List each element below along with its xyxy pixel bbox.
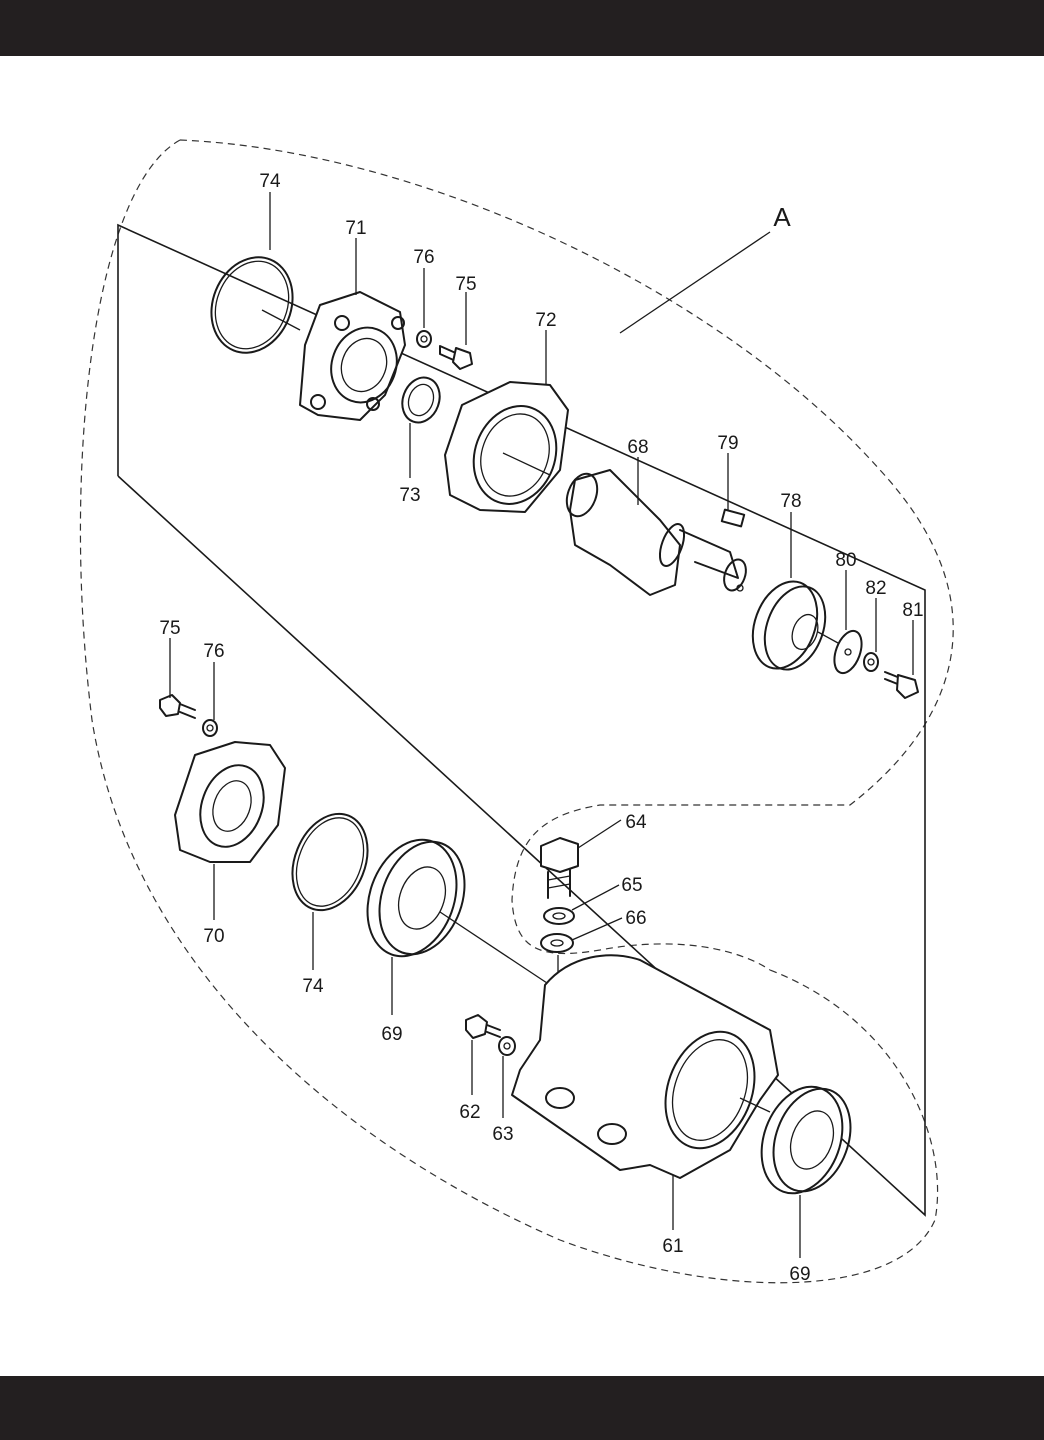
- spring-washer-65: [543, 907, 575, 925]
- callout-64: 64: [625, 812, 647, 833]
- callout-80: 80: [835, 550, 856, 571]
- gear-case-61: [511, 954, 779, 1179]
- key-79: [720, 508, 746, 528]
- callout-63: 63: [492, 1124, 513, 1145]
- callout-70: 70: [203, 926, 224, 947]
- washer-80: [833, 629, 863, 675]
- o-ring-74-top: [210, 256, 294, 354]
- axis-line-top: [261, 309, 301, 331]
- callout-leaders: [169, 192, 914, 1258]
- callout-76-top: 76: [413, 247, 434, 268]
- washer-76-left: [202, 719, 218, 737]
- o-ring-74-lower: [291, 812, 369, 912]
- washer-66: [540, 933, 574, 953]
- callout-75-left: 75: [159, 618, 180, 639]
- callout-69-right: 69: [789, 1264, 810, 1285]
- ball-bearing-69-left: [366, 838, 466, 958]
- bearing-cover-70: [174, 741, 286, 863]
- callout-76-left: 76: [203, 641, 224, 662]
- bolt-81: [884, 671, 919, 699]
- callout-69-left: 69: [381, 1024, 402, 1045]
- washer-63: [498, 1036, 516, 1056]
- axis-line-right: [739, 1097, 771, 1113]
- subassembly-a-dashed-outline: [179, 139, 954, 971]
- callout-82: 82: [865, 578, 886, 599]
- callout-75-top: 75: [455, 274, 476, 295]
- callout-62: 62: [459, 1102, 480, 1123]
- bolt-75-top: [439, 345, 473, 370]
- group-a-leader: [619, 231, 771, 334]
- callout-78: 78: [780, 491, 801, 512]
- callout-68: 68: [627, 437, 648, 458]
- callout-61: 61: [662, 1236, 683, 1257]
- footer-bar: [0, 1376, 1044, 1440]
- callout-79: 79: [717, 433, 738, 454]
- ball-bearing-69-right: [760, 1085, 852, 1195]
- bolt-62: [465, 1014, 501, 1039]
- callout-74-top: 74: [259, 171, 281, 192]
- axis-line-top-3: [817, 631, 839, 644]
- washer-82: [863, 652, 879, 672]
- callout-65: 65: [621, 875, 642, 896]
- oil-seal-73: [401, 376, 441, 424]
- callout-81: 81: [902, 600, 923, 621]
- shaft-68: [565, 469, 747, 596]
- callout-72: 72: [535, 310, 556, 331]
- assembly-a-dashed-outline: [79, 139, 939, 1284]
- callout-66: 66: [625, 908, 646, 929]
- housing-plate-72: [444, 381, 569, 513]
- axis-line-top-2: [502, 452, 551, 476]
- header-bar: [0, 0, 1044, 56]
- washer-76-top: [416, 330, 432, 348]
- bolt-75-left: [159, 694, 196, 719]
- pulley-78: [751, 580, 827, 671]
- axis-line-lower: [439, 911, 551, 986]
- bearing-cover-71: [299, 291, 406, 421]
- callout-71: 71: [345, 218, 366, 239]
- plug-64: [540, 837, 579, 899]
- callout-73: 73: [399, 485, 420, 506]
- callout-74-lower: 74: [302, 976, 324, 997]
- group-label-a: A: [773, 202, 791, 232]
